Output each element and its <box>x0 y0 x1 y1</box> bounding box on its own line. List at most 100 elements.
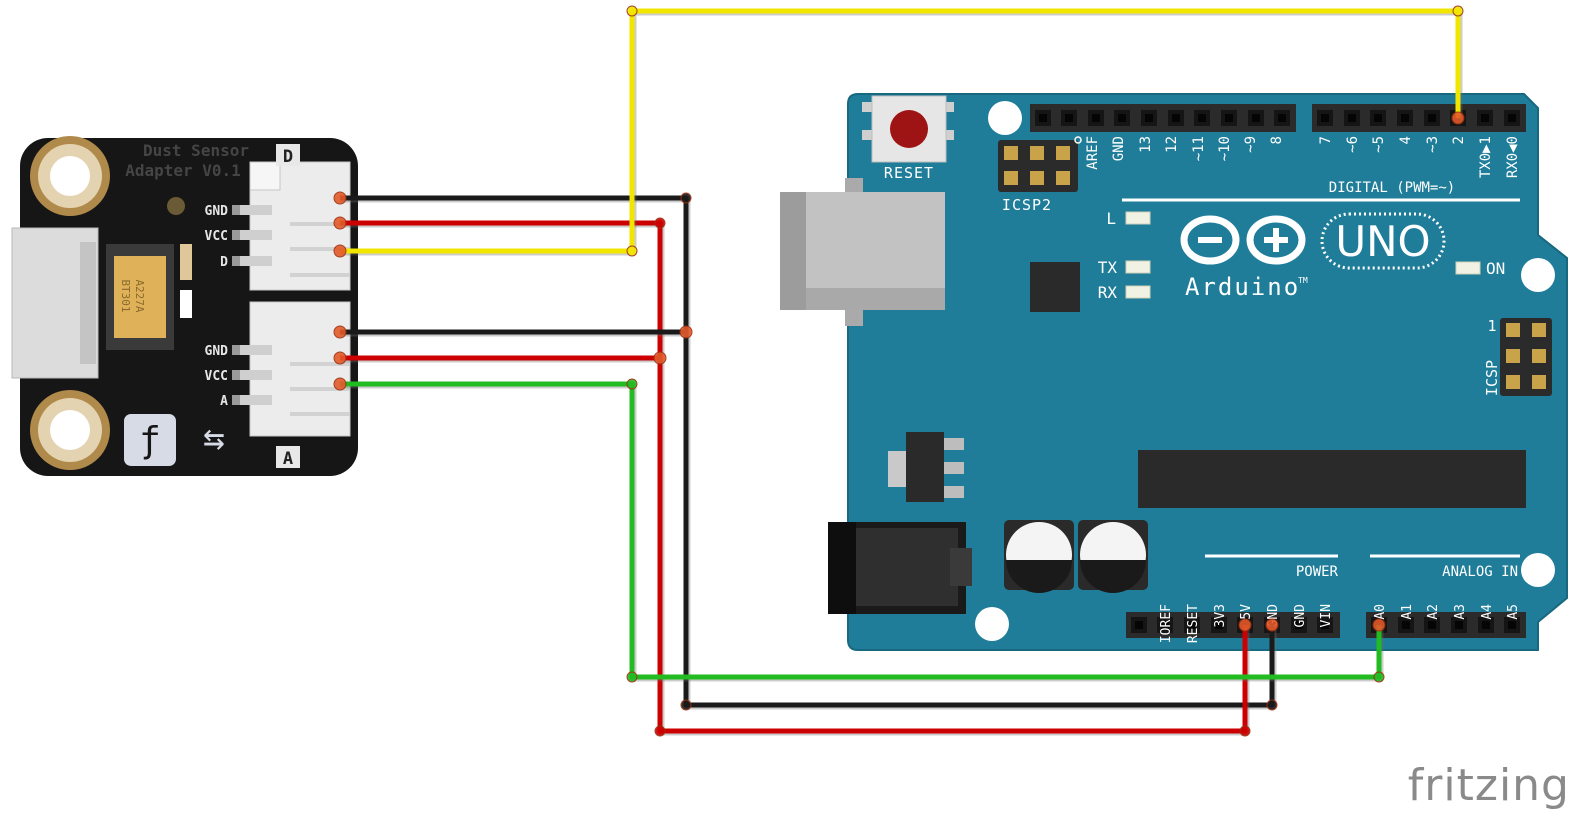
wire-endpoint[interactable] <box>333 216 347 230</box>
reset-label: RESET <box>884 164 934 182</box>
wire-bendpoint[interactable] <box>680 699 692 711</box>
analog-pin-socket[interactable] <box>1451 617 1467 633</box>
wire-endpoint[interactable] <box>1238 618 1252 632</box>
wire-d-signal[interactable] <box>333 5 1465 258</box>
wire-d-vcc[interactable] <box>333 216 1252 737</box>
digital-pin-socket[interactable] <box>1088 110 1104 126</box>
wire-bendpoint[interactable] <box>680 192 692 204</box>
dc-power-jack <box>828 522 972 614</box>
connector-a-pin <box>232 370 272 380</box>
wire-bendpoint[interactable] <box>626 671 638 683</box>
digital-pin-socket[interactable] <box>1221 110 1237 126</box>
aref-marker <box>1074 136 1082 144</box>
power-pin-label: VIN <box>1319 604 1334 627</box>
dust-sensor-adapter: Dust Sensor Adapter V0.1 A227A BT301 D A… <box>11 136 358 476</box>
analog-pin-label: A0 <box>1373 604 1388 620</box>
digital-pin-socket[interactable] <box>1370 110 1386 126</box>
wire-bendpoint[interactable] <box>1266 699 1278 711</box>
digital-pin-label: ~3 <box>1425 136 1441 153</box>
wire-endpoint[interactable] <box>333 244 347 258</box>
digital-pin-socket[interactable] <box>1397 110 1413 126</box>
digital-pin-socket[interactable] <box>1504 110 1520 126</box>
wires-layer <box>333 5 1465 737</box>
analog-pin-socket[interactable] <box>1398 617 1414 633</box>
led-l-label: L <box>1106 209 1116 228</box>
digital-pin-socket[interactable] <box>1168 110 1184 126</box>
trademark: TM <box>1298 276 1308 285</box>
connector-a-pin <box>232 345 272 355</box>
capacitor <box>1004 520 1074 593</box>
wire-bendpoint[interactable] <box>626 245 638 257</box>
power-pin-socket[interactable] <box>1291 617 1307 633</box>
wire-bendpoint[interactable] <box>626 378 638 390</box>
wire-a-vcc[interactable] <box>333 351 667 365</box>
mount-hole <box>988 101 1022 135</box>
digital-pin-label: 8 <box>1269 136 1285 144</box>
power-pin-socket[interactable] <box>1131 617 1147 633</box>
voltage-regulator <box>888 432 964 502</box>
digital-pin-socket[interactable] <box>1424 110 1440 126</box>
wire-endpoint[interactable] <box>333 377 347 391</box>
digital-pin-socket[interactable] <box>1477 110 1493 126</box>
led-l <box>1125 211 1151 225</box>
led-tx-label: TX <box>1098 258 1118 277</box>
wire-bendpoint[interactable] <box>1452 5 1464 17</box>
digital-pin-socket[interactable] <box>1114 110 1130 126</box>
wire-endpoint[interactable] <box>333 351 347 365</box>
wire-endpoint[interactable] <box>1265 618 1279 632</box>
microcontroller-chip <box>1138 450 1526 508</box>
digital-pin-socket[interactable] <box>1035 110 1051 126</box>
digital-pin-label: ~10 <box>1217 136 1233 161</box>
connector-d-pin <box>232 230 272 240</box>
digital-pin-socket[interactable] <box>1194 110 1210 126</box>
digital-header-label: DIGITAL (PWM=~) <box>1329 180 1455 196</box>
analog-pin-socket[interactable] <box>1504 617 1520 633</box>
digital-pin-label: AREF <box>1085 136 1101 170</box>
digital-pin-label: RX0◀0 <box>1505 136 1521 178</box>
digital-pin-socket[interactable] <box>1141 110 1157 126</box>
wire-endpoint[interactable] <box>333 325 347 339</box>
power-pin-socket[interactable] <box>1157 617 1173 633</box>
digital-pin-socket[interactable] <box>1344 110 1360 126</box>
power-pin-socket[interactable] <box>1184 617 1200 633</box>
digital-pin-socket[interactable] <box>1274 110 1290 126</box>
wire-bendpoint[interactable] <box>654 217 666 229</box>
wire-bendpoint[interactable] <box>626 5 638 17</box>
wire-a-signal[interactable] <box>333 377 1386 683</box>
wire-endpoint[interactable] <box>333 191 347 205</box>
mount-hole <box>975 607 1009 641</box>
sensor-smd-part <box>180 244 192 280</box>
icsp2-pin <box>1056 171 1070 185</box>
led-rx-label: RX <box>1098 283 1118 302</box>
power-pin-socket[interactable] <box>1211 617 1227 633</box>
wire-endpoint[interactable] <box>1451 111 1465 125</box>
sensor-title-line1: Dust Sensor <box>143 141 249 160</box>
arduino-logo <box>1180 215 1306 265</box>
digital-pin-socket[interactable] <box>1248 110 1264 126</box>
analog-pin-socket[interactable] <box>1478 617 1494 633</box>
connector-d-pin-label: VCC <box>205 229 228 244</box>
wire-bendpoint[interactable] <box>1373 671 1385 683</box>
wire-bendpoint[interactable] <box>1239 725 1251 737</box>
uno-label: UNO <box>1335 217 1430 266</box>
usb-controller-chip <box>1030 262 1080 312</box>
icsp2-pin <box>1004 146 1018 160</box>
wire-endpoint[interactable] <box>1372 618 1386 632</box>
dfrobot-logo-glyph: ƒ <box>139 420 161 461</box>
reset-button[interactable] <box>862 95 954 163</box>
wire-endpoint[interactable] <box>679 325 693 339</box>
wire-a-gnd[interactable] <box>333 325 693 339</box>
digital-pin-socket[interactable] <box>1061 110 1077 126</box>
wire-bendpoint[interactable] <box>654 725 666 737</box>
wire-endpoint[interactable] <box>653 351 667 365</box>
digital-pin-socket[interactable] <box>1317 110 1333 126</box>
power-pin-socket[interactable] <box>1317 617 1333 633</box>
digital-pin-label: 4 <box>1398 136 1414 144</box>
analog-pin-socket[interactable] <box>1424 617 1440 633</box>
port-a-tag-box <box>276 446 300 468</box>
sensor-title-line2: Adapter V0.1 <box>125 161 241 180</box>
port-d-tag-box <box>276 144 300 166</box>
connector-d-pin <box>232 256 272 266</box>
sensor-test-point <box>167 197 185 215</box>
digital-pin-label: 2 <box>1451 136 1467 144</box>
